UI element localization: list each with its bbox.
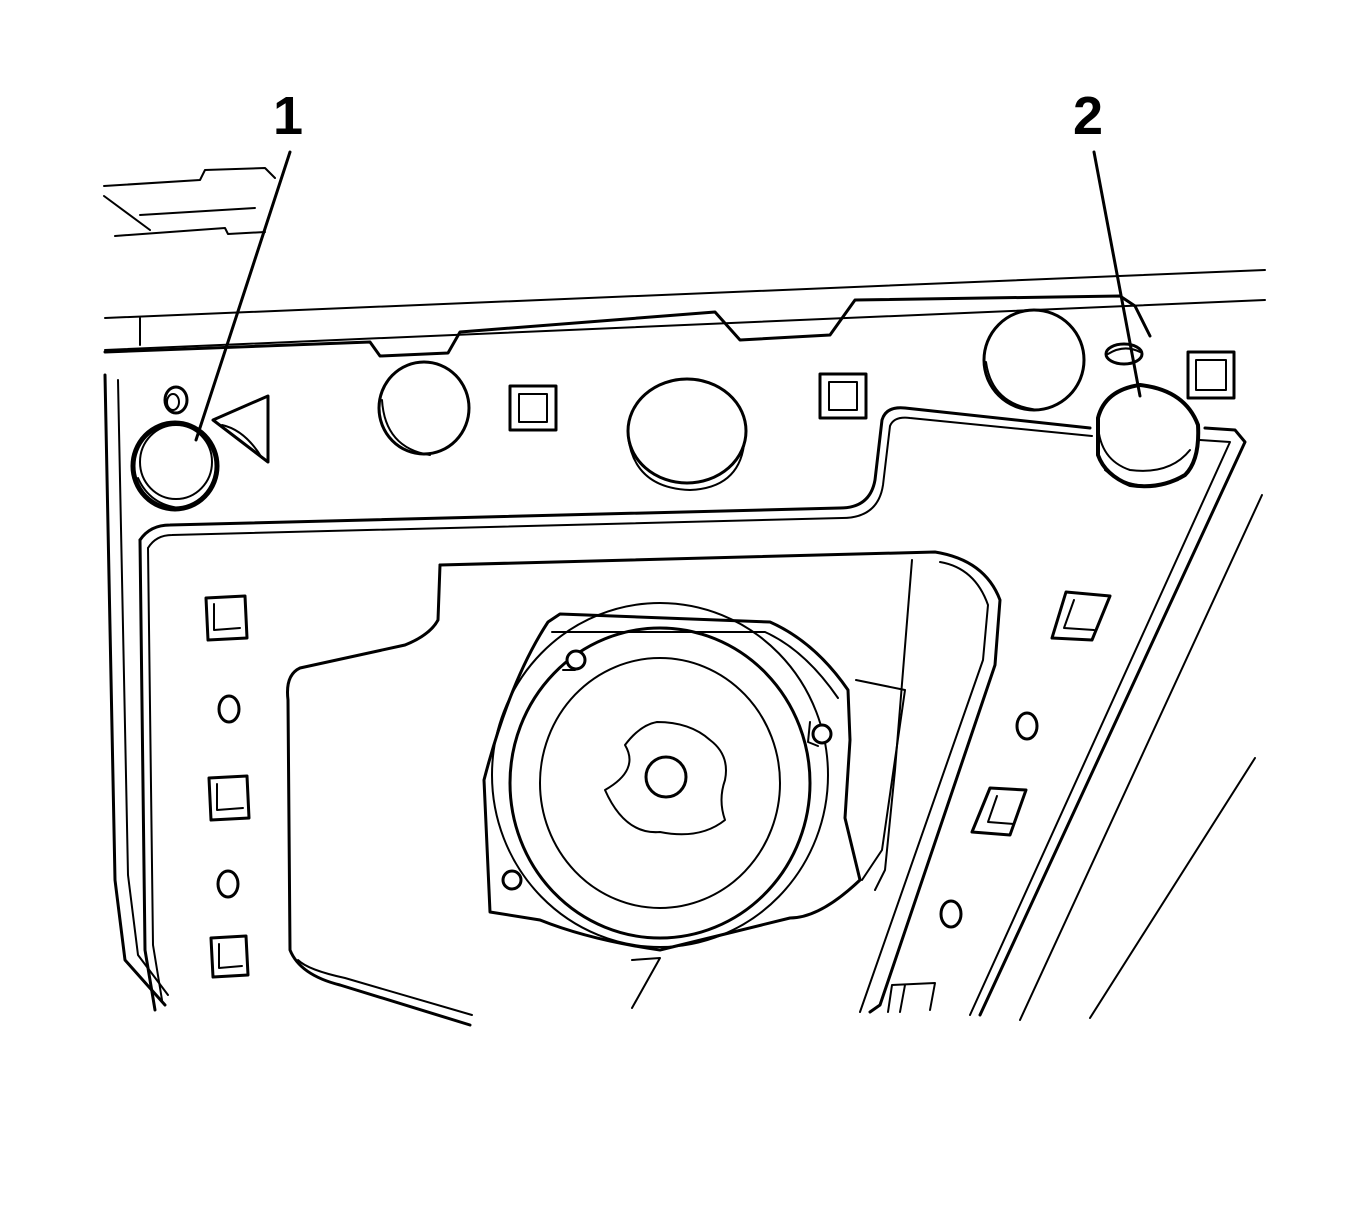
speaker <box>482 602 906 1009</box>
speaker-cavity <box>286 550 1002 1027</box>
callout-label-1: 1 <box>273 86 303 146</box>
right-clip-holes <box>887 590 1112 1013</box>
fastener-left <box>130 420 220 512</box>
door-panel-frame <box>103 294 1263 1021</box>
callout-leaders <box>194 150 1142 442</box>
leader-line-2 <box>1092 150 1142 398</box>
upper-trim <box>103 167 1266 351</box>
fastener-right <box>1096 382 1201 489</box>
upper-features <box>163 308 1236 491</box>
leader-line-1 <box>194 150 292 442</box>
left-clip-holes <box>204 594 251 979</box>
callout-labels: 1 2 <box>273 86 1103 146</box>
callout-label-2: 2 <box>1073 86 1103 146</box>
